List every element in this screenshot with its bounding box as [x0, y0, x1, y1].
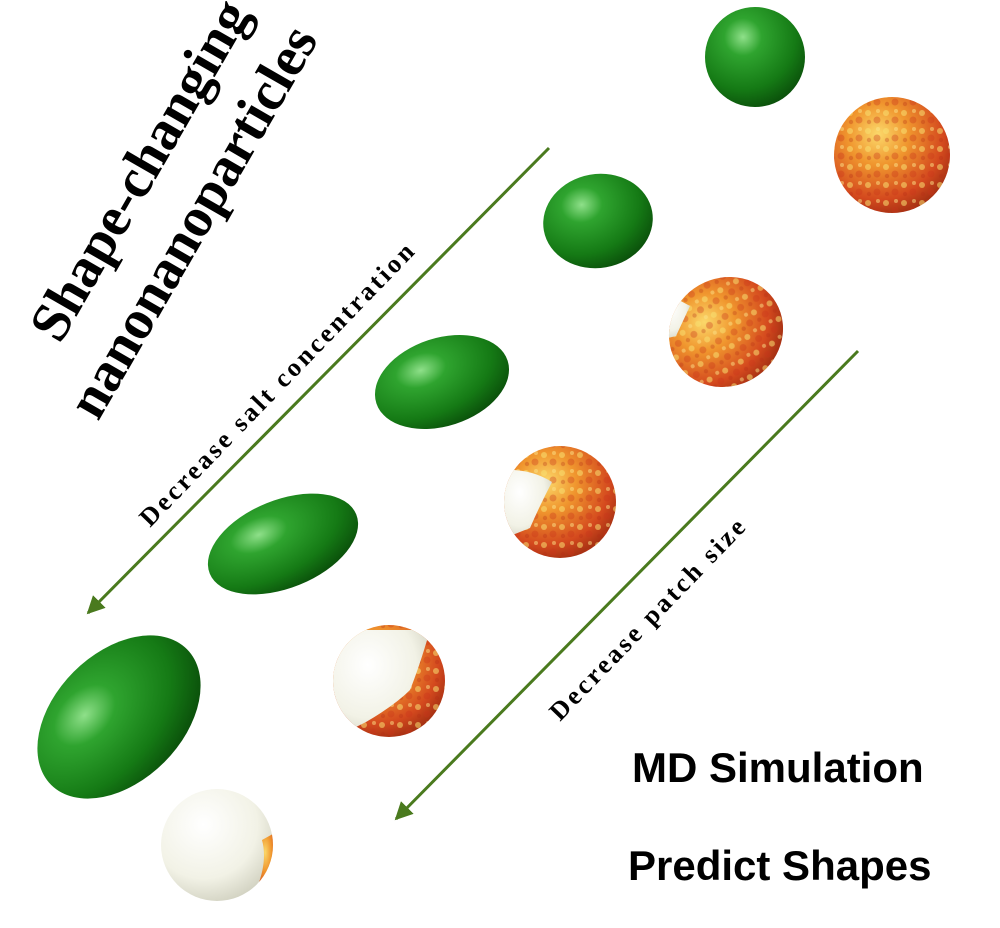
green-disc-particle [37, 635, 201, 799]
patchy-particles [161, 97, 950, 901]
green-ellipsoid-particle-2 [374, 335, 510, 429]
predict-shapes-text: Predict Shapes [628, 842, 931, 889]
salt-arrow [86, 146, 551, 615]
green-ellipsoid-particle-1 [543, 173, 653, 269]
patchy-particle-5 [161, 789, 273, 901]
patchy-particle-3 [504, 446, 616, 558]
patchy-particle-1 [834, 97, 950, 213]
md-simulation-text: MD Simulation [632, 744, 924, 791]
green-ellipsoid-particle-3 [207, 493, 359, 595]
patchy-particle-2 [660, 276, 784, 388]
patchy-particle-4 [333, 625, 445, 737]
green-particles [37, 7, 805, 799]
green-sphere-particle [705, 7, 805, 107]
patch-arrow [394, 349, 860, 821]
